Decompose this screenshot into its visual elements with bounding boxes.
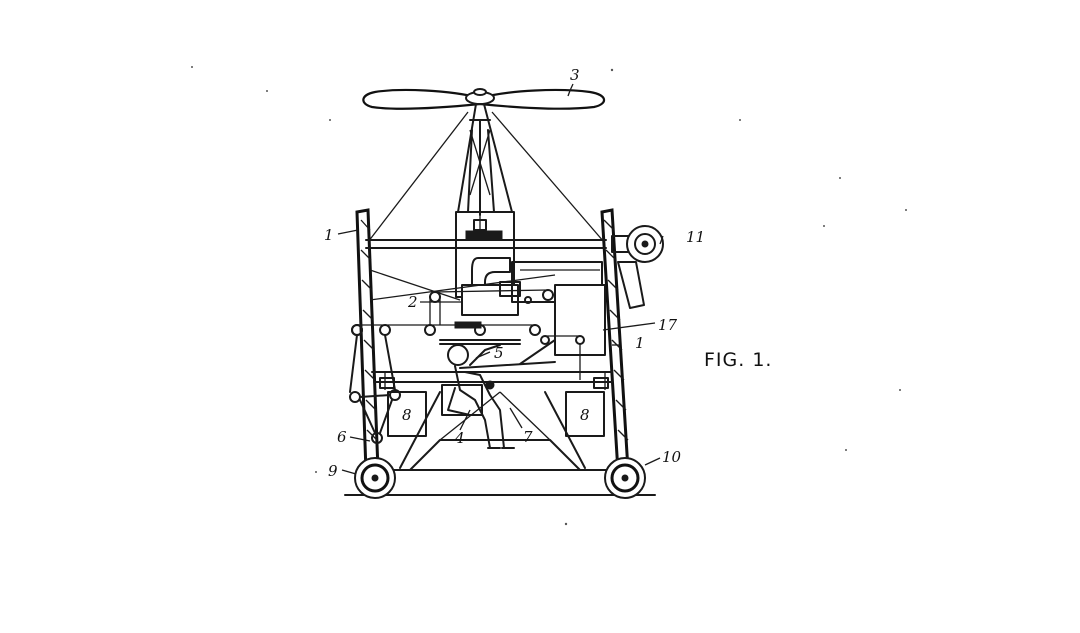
leader-lines <box>337 83 664 475</box>
callout-2: 2 <box>407 293 418 311</box>
rotor-blades <box>362 88 606 110</box>
callout-4: 4 <box>454 429 465 447</box>
paper-specks <box>191 66 907 526</box>
callout-1-left: 1 <box>324 226 334 244</box>
side-wheel-starter <box>611 225 664 309</box>
callout-17: 17 <box>658 316 678 334</box>
callout-6: 6 <box>337 428 347 446</box>
top-cross-beam <box>365 239 607 249</box>
callout-9: 9 <box>328 462 338 480</box>
landing-gear <box>344 391 656 496</box>
callout-10: 10 <box>662 448 682 466</box>
callout-5: 5 <box>494 344 504 362</box>
callout-labels: 3 1 11 2 17 1 5 8 8 6 4 7 10 9 <box>324 66 705 480</box>
callout-1-right: 1 <box>635 334 645 352</box>
rotor-mast <box>455 103 515 298</box>
callout-8-left: 8 <box>402 406 412 424</box>
battery-box-right <box>565 391 605 437</box>
wheel-left <box>354 457 396 499</box>
wheel-right <box>604 457 646 499</box>
left-linkage <box>349 324 401 444</box>
callout-8-right: 8 <box>580 406 590 424</box>
callout-11: 11 <box>686 228 705 246</box>
figure-caption: FIG. 1. <box>704 349 772 371</box>
callout-3: 3 <box>570 66 580 84</box>
belt-drive <box>351 269 585 380</box>
callout-7: 7 <box>523 428 533 446</box>
guy-wires <box>367 111 605 243</box>
pilot-figure <box>441 344 515 449</box>
